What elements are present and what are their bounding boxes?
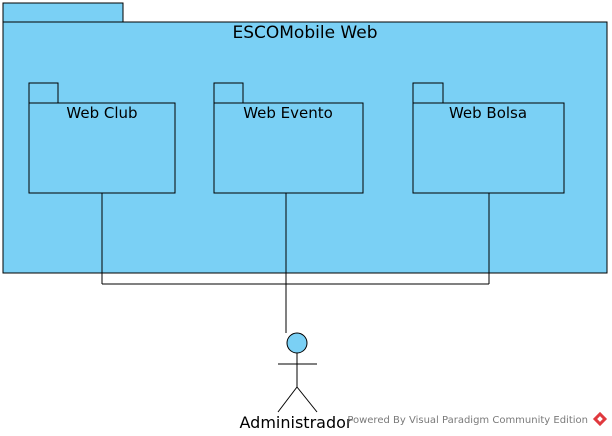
subpackage-tab [412, 82, 444, 104]
actor-administrador[interactable]: Administrador [240, 332, 353, 432]
subpackage-label: Web Evento [243, 104, 333, 122]
subpackage-body [213, 102, 364, 194]
actor-right-leg [296, 386, 318, 413]
actor-left-leg [277, 386, 298, 413]
subpackage-tab [28, 82, 59, 104]
subpackage-body [28, 102, 176, 194]
watermark-text: Powered By Visual Paradigm Community Edi… [347, 415, 588, 426]
watermark: Powered By Visual Paradigm Community Edi… [347, 411, 608, 427]
subpackage-tab [213, 82, 244, 104]
subpackage-body [412, 102, 565, 194]
package-title: ESCOMobile Web [232, 23, 377, 43]
subpackage-web-evento[interactable]: Web Evento [213, 82, 364, 194]
actor-label: Administrador [240, 413, 353, 432]
actor-head [286, 332, 308, 354]
connectors [101, 193, 490, 333]
subpackage-label: Web Club [66, 104, 137, 122]
subpackage-web-club[interactable]: Web Club [28, 82, 176, 194]
subpackage-label: Web Bolsa [449, 104, 527, 122]
stick-figure-icon [277, 332, 318, 413]
visual-paradigm-logo-icon [592, 411, 608, 427]
subpackage-web-bolsa[interactable]: Web Bolsa [412, 82, 565, 194]
package-tab [2, 2, 124, 23]
